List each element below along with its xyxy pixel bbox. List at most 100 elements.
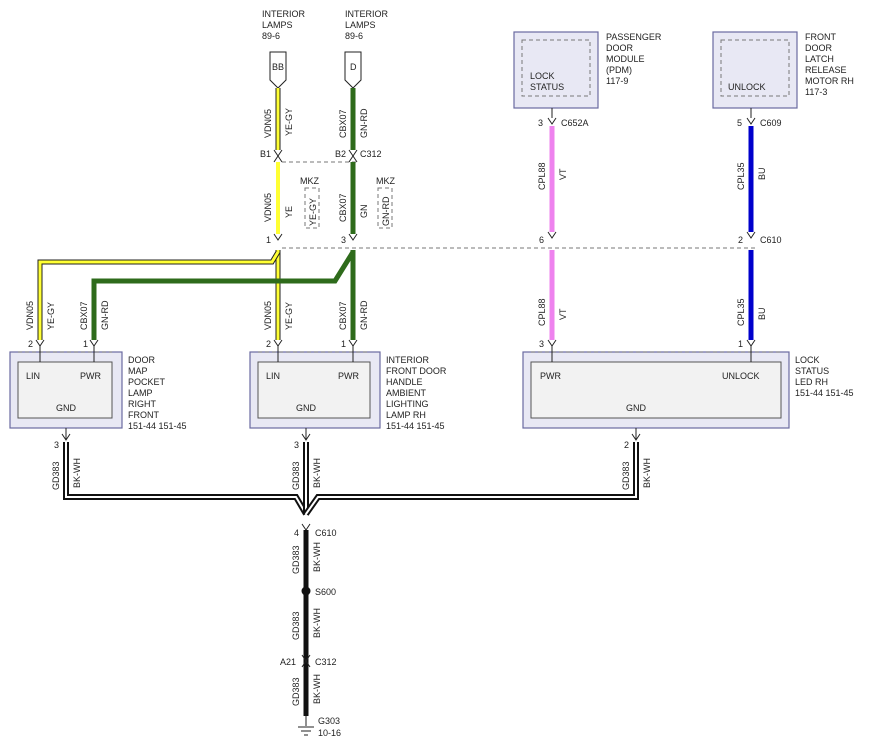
handle-gnd-arrow (301, 433, 311, 441)
wire-color-bk-wh-trunk-1: BK-WH (312, 542, 322, 572)
connector-d-shape (344, 51, 362, 89)
wire-gd383-doormap-stripe (65, 442, 307, 515)
option-mkz-1-label: MKZ (300, 176, 320, 186)
connector-d-label: D (350, 62, 357, 72)
lock-led-line-2: STATUS (795, 366, 829, 376)
lock-led-line-4: 151-44 151-45 (795, 388, 854, 398)
latch-component (712, 31, 798, 109)
door-map-line-4: LAMP (128, 388, 153, 398)
wire-color-ye-gy-handle: YE-GY (284, 302, 294, 330)
wire-label-vdn05-doormap: VDN05 (25, 301, 35, 330)
door-map-line-7: 151-44 151-45 (128, 421, 187, 431)
handle-line-6: LAMP RH (386, 410, 426, 420)
latch-pin-number: 5 (737, 118, 742, 128)
interior-lamps-d-line-2: LAMPS (345, 20, 376, 30)
pdm-line-5: 117-9 (606, 76, 628, 86)
pdm-pin-label-2: STATUS (530, 82, 564, 92)
handle-line-1: INTERIOR (386, 355, 430, 365)
interior-lamps-d-line-1: INTERIOR (345, 9, 389, 19)
g303-label: G303 (318, 716, 340, 726)
latch-line-6: 117-3 (805, 87, 827, 97)
lock-led-unlock-pin: 1 (738, 339, 743, 349)
wire-label-gd383-led: GD383 (621, 461, 631, 490)
wire-gd383-led-stripe (305, 442, 637, 515)
wire-label-vdn05-handle: VDN05 (263, 301, 273, 330)
latch-line-2: DOOR (805, 43, 833, 53)
wire-label-gd383-handle: GD383 (291, 461, 301, 490)
g303-ref: 10-16 (318, 728, 341, 738)
s600-label: S600 (315, 587, 336, 597)
wire-label-gd383-doormap: GD383 (51, 461, 61, 490)
pdm-pin-arrow (547, 117, 557, 125)
option-mkz-1-box (304, 187, 320, 229)
c312-label-top: C312 (360, 149, 382, 159)
door-map-line-3: POCKET (128, 377, 166, 387)
led-gnd-arrow (631, 433, 641, 441)
handle-line-5: LIGHTING (386, 399, 429, 409)
led-gnd-pin: 2 (624, 440, 629, 450)
c312-b1-arrow-2 (273, 155, 283, 163)
wire-color-ye-gy-top: YE-GY (284, 108, 294, 136)
wire-gd383-led (303, 442, 639, 516)
wire-vdn05-doormap-outline (37, 250, 281, 340)
door-map-lin-label: LIN (26, 371, 40, 381)
door-map-label: DOOR MAP POCKET LAMP RIGHT FRONT 151-44 … (128, 355, 187, 431)
wire-label-cbx07-mid: CBX07 (338, 193, 348, 222)
c610-bottom-label: C610 (315, 528, 337, 538)
pdm-inner-dash (521, 39, 591, 97)
wire-label-cpl88-upper: CPL88 (537, 162, 547, 190)
c609-label: C609 (760, 118, 782, 128)
wire-color-gn-rd-top: GN-RD (359, 108, 369, 138)
c312-bottom-label: C312 (315, 657, 337, 667)
c610-arrow-1 (273, 233, 283, 241)
door-map-gnd-arrow (61, 433, 71, 441)
wire-color-bu-upper: BU (757, 167, 767, 180)
option-mkz-2-label: MKZ (376, 176, 396, 186)
c312-bottom-pin: A21 (280, 657, 296, 667)
door-map-lin-arrow (35, 339, 45, 347)
wire-label-cpl88-lower: CPL88 (537, 298, 547, 326)
door-map-pwr-arrow (89, 339, 99, 347)
pdm-line-1: PASSENGER (606, 32, 662, 42)
lock-led-unlock-label: UNLOCK (722, 371, 760, 381)
c312-b2-arrow-2 (348, 155, 358, 163)
handle-line-2: FRONT DOOR (386, 366, 447, 376)
pdm-line-2: DOOR (606, 43, 634, 53)
option-mkz-2-color: GN-RD (381, 196, 391, 226)
wire-color-bk-wh-trunk-2: BK-WH (312, 608, 322, 638)
wire-label-cpl35-lower: CPL35 (736, 298, 746, 326)
latch-line-3: LATCH (805, 54, 834, 64)
interior-lamps-bb-line-1: INTERIOR (262, 9, 306, 19)
wire-color-vt-upper: VT (558, 168, 568, 180)
handle-label: INTERIOR FRONT DOOR HANDLE AMBIENT LIGHT… (386, 355, 447, 431)
handle-lin-label: LIN (266, 371, 280, 381)
lock-led-line-1: LOCK (795, 355, 820, 365)
handle-lin-arrow (273, 339, 283, 347)
connector-bb-shape (269, 51, 287, 89)
interior-lamps-bb-label: INTERIOR LAMPS 89-6 (262, 9, 306, 41)
wire-color-ye-mid: YE (284, 206, 294, 218)
wire-label-cpl35-upper: CPL35 (736, 162, 746, 190)
c610-pin-1: 1 (266, 235, 271, 245)
wire-vdn05-doormap (38, 251, 280, 340)
door-map-inner (17, 361, 113, 419)
wire-color-vt-lower: VT (558, 308, 568, 320)
wire-cbx07-doormap (91, 250, 356, 340)
lock-led-label: LOCK STATUS LED RH 151-44 151-45 (795, 355, 854, 398)
handle-gnd-label: GND (296, 403, 317, 413)
c610-bottom-arrow (301, 523, 311, 531)
pdm-pin-number: 3 (538, 118, 543, 128)
latch-line-1: FRONT (805, 32, 836, 42)
handle-line-4: AMBIENT (386, 388, 427, 398)
wire-label-cbx07-handle: CBX07 (338, 301, 348, 330)
wire-label-cbx07-top: CBX07 (338, 109, 348, 138)
wire-label-gd383-trunk-3: GD383 (291, 677, 301, 706)
wire-label-cbx07-doormap: CBX07 (79, 301, 89, 330)
lock-led-line-3: LED RH (795, 377, 828, 387)
wire-gd383-doormap (63, 442, 309, 516)
pdm-component (513, 31, 599, 109)
latch-line-4: RELEASE (805, 65, 847, 75)
door-map-line-1: DOOR (128, 355, 156, 365)
door-map-line-6: FRONT (128, 410, 159, 420)
